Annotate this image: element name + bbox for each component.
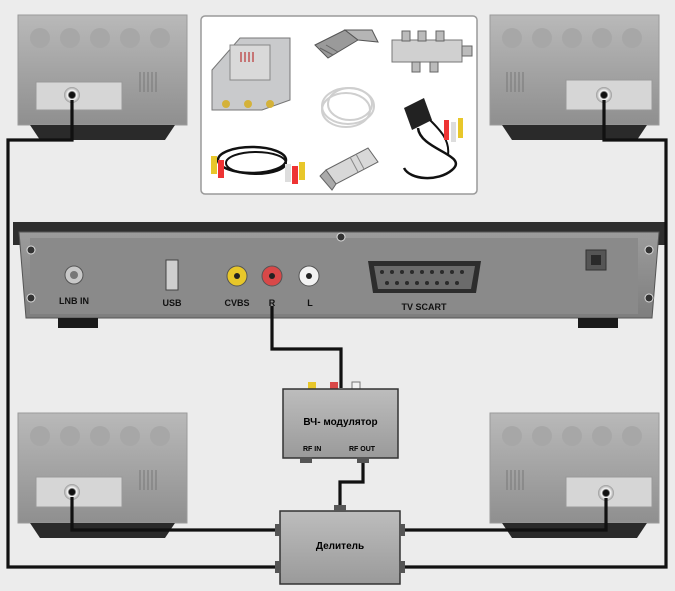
tv-bottom-left <box>17 412 188 538</box>
tv-scart-connector <box>368 261 481 293</box>
tv-bottom-right <box>489 412 660 538</box>
splitter-title: Делитель <box>315 541 365 552</box>
modulator-box <box>282 381 399 463</box>
coax-connector-icon <box>64 87 80 103</box>
cables <box>6 100 668 569</box>
rf-out-label: RF OUT <box>349 446 376 453</box>
tv-top-left <box>17 14 188 140</box>
tv-top-right <box>489 14 660 140</box>
coax-connector-icon <box>596 87 612 103</box>
coax-cable-icon <box>321 87 375 128</box>
usb-port <box>165 259 179 291</box>
rca-cable-icon <box>211 145 305 184</box>
splitter-box <box>275 505 405 585</box>
rf-in-label: RF IN <box>303 446 322 453</box>
tv-scart-label: TV SCART <box>401 302 447 312</box>
receiver-rear-panel <box>13 222 665 328</box>
amplifier-icon <box>211 37 291 111</box>
coax-connector-icon <box>598 485 614 501</box>
scart-cable-icon <box>402 98 463 180</box>
coax-connector-icon <box>64 484 80 500</box>
l-label: L <box>307 298 313 308</box>
coax-adapter-icon <box>319 147 379 191</box>
accessories-panel <box>200 15 478 195</box>
f-connector-icon <box>314 29 379 59</box>
antenna-splitter-icon <box>391 30 473 73</box>
r-label: R <box>268 298 276 308</box>
lnb-in-connector <box>64 265 84 285</box>
modulator-title: ВЧ- модулятор <box>303 417 378 428</box>
lnb-in-label: LNB IN <box>59 296 89 306</box>
cvbs-label: CVBS <box>224 298 250 308</box>
usb-label: USB <box>162 298 182 308</box>
